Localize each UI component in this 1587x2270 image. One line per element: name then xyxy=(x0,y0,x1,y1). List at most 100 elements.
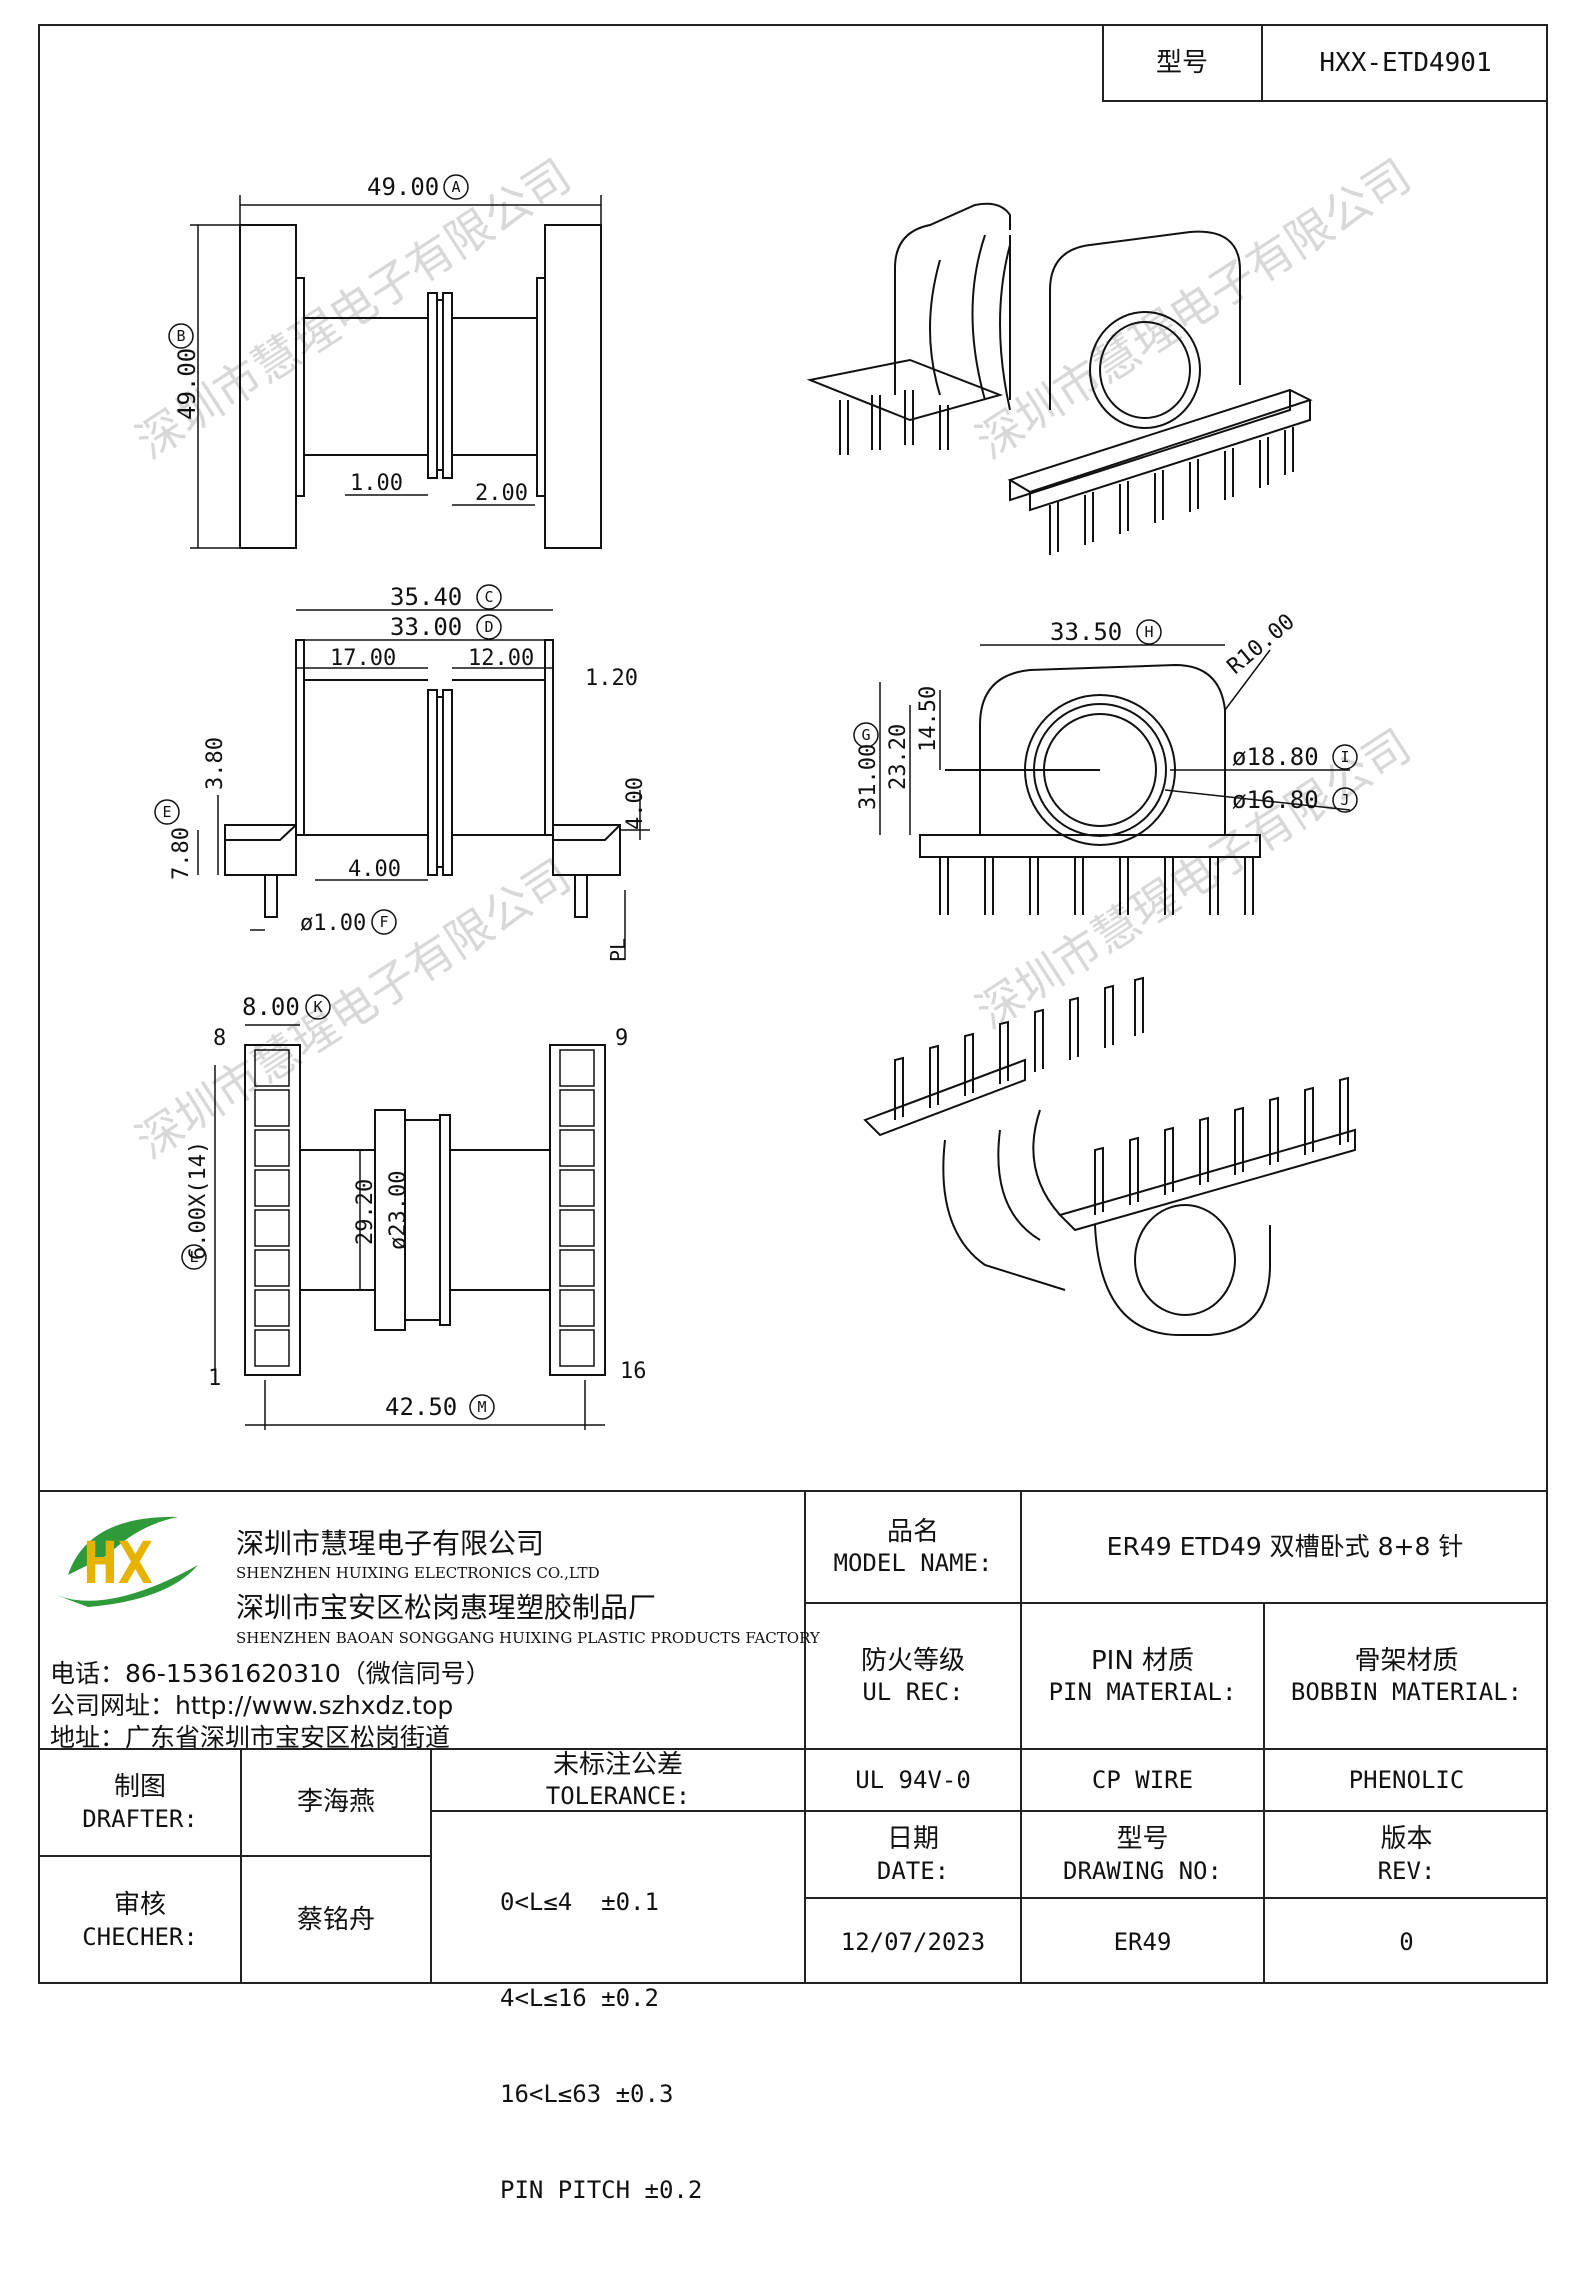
letter-l: L xyxy=(189,1248,198,1266)
view-iso-top xyxy=(806,202,1313,555)
dim-s380: 3.80 xyxy=(203,737,228,790)
dim-s400b: 4.00 xyxy=(348,857,401,882)
dim-s780: 7.80 xyxy=(169,827,194,880)
dim-j: ø16.80 xyxy=(1232,786,1319,814)
bobbin-material-value: PHENOLIC xyxy=(1348,1766,1465,1794)
tolerance-label: 未标注公差 TOLERANCE: xyxy=(432,1749,804,1811)
dim-pl: PL xyxy=(606,938,630,962)
letter-e: E xyxy=(162,803,171,821)
bobbin-material-label: 骨架材质 BOBBIN MATERIAL: xyxy=(1265,1604,1548,1748)
dim-a: 49.00 xyxy=(367,173,439,201)
rev-value: 0 xyxy=(1399,1927,1414,1956)
letter-h: H xyxy=(1144,623,1153,641)
view-side-circle xyxy=(879,644,1351,915)
letter-f: F xyxy=(379,913,388,931)
factory-name-en: SHENZHEN BAOAN SONGGANG HUIXING PLASTIC … xyxy=(236,1629,820,1647)
drafter-cn: 制图 xyxy=(113,1772,166,1803)
tolerance-line-1: 0<L≤4 ±0.1 xyxy=(500,1888,659,1916)
letter-i: I xyxy=(1340,748,1349,766)
letter-k: K xyxy=(313,998,322,1016)
dim-s17: 17.00 xyxy=(330,646,396,671)
dim-i: ø18.80 xyxy=(1232,743,1319,771)
dim-pin: ø1.00 xyxy=(300,911,366,936)
pin-pads-left xyxy=(254,1049,290,1367)
tolerance-en: TOLERANCE: xyxy=(545,1782,691,1811)
technical-drawing: 深圳市慧瑆电子有限公司 深圳市慧瑆电子有限公司 深圳市慧瑆电子有限公司 深圳市慧… xyxy=(127,148,1420,1430)
iso-bottom-pins xyxy=(894,976,1349,1215)
date-value: 12/07/2023 xyxy=(840,1927,986,1956)
dim-d: 33.00 xyxy=(390,613,462,641)
bobbin-material-cn: 骨架材质 xyxy=(1354,1645,1459,1676)
dim-s120: 1.20 xyxy=(585,666,638,691)
dim-w2: 2.00 xyxy=(475,481,528,506)
pin-number-1: 1 xyxy=(208,1366,221,1391)
iso-top-pins xyxy=(839,390,1294,555)
grid-h5 xyxy=(38,1855,430,1857)
header-model-box xyxy=(1102,24,1548,102)
letter-d: D xyxy=(484,618,493,636)
view-iso-bottom xyxy=(863,976,1356,1336)
letter-b: B xyxy=(176,327,185,345)
pin-material-cn: PIN 材质 xyxy=(1090,1645,1195,1676)
dim-s400a: 4.00 xyxy=(623,777,648,830)
pin-number-16: 16 xyxy=(620,1359,647,1384)
model-name-label: 品名 MODEL NAME: xyxy=(806,1492,1020,1602)
pin-pads-right xyxy=(559,1049,595,1367)
dim-b: 49.00 xyxy=(173,348,201,420)
watermark-3: 深圳市慧瑆电子有限公司 xyxy=(127,848,581,1169)
drafter-en: DRAFTER: xyxy=(82,1804,198,1833)
dim-s2300: ø23.00 xyxy=(386,1171,411,1250)
checker-cn: 审核 xyxy=(113,1890,166,1921)
company-phone: 电话：86-15361620310（微信同号） xyxy=(50,1659,491,1688)
ul-rec-value: UL 94V-0 xyxy=(855,1766,971,1794)
tolerance-line-2: 4<L≤16 ±0.2 xyxy=(500,1984,659,2012)
dim-s12: 12.00 xyxy=(468,646,534,671)
checker-en: CHECHER: xyxy=(82,1922,198,1951)
rev-cn: 版本 xyxy=(1380,1824,1433,1855)
drawing-no-label: 型号 DRAWING NO: xyxy=(1022,1812,1263,1897)
grid-h4 xyxy=(804,1897,1548,1899)
factory-name-cn: 深圳市宝安区松岗惠瑆塑胶制品厂 xyxy=(236,1591,657,1624)
letter-c: C xyxy=(484,588,493,606)
drawing-sheet: 型号 HXX-ETD4901 深圳市慧瑆电子有限公司 深圳市慧瑆电子有限公司 深… xyxy=(38,24,1548,2204)
company-logo: HX xyxy=(48,1505,218,1615)
dim-l: 6.00X(14) xyxy=(186,1141,211,1260)
dim-g: 31.00 xyxy=(856,744,881,810)
view-side-top xyxy=(190,195,602,549)
model-name-en: MODEL NAME: xyxy=(833,1549,993,1578)
bobbin-material-en: BOBBIN MATERIAL: xyxy=(1290,1678,1523,1707)
grid-h3 xyxy=(804,1810,1548,1812)
pin-number-9: 9 xyxy=(615,1026,628,1051)
pin-material-value: CP WIRE xyxy=(1091,1766,1194,1794)
ul-rec-cn: 防火等级 xyxy=(860,1645,965,1676)
letter-g: G xyxy=(861,726,870,744)
company-name-cn: 深圳市慧瑆电子有限公司 xyxy=(236,1527,545,1560)
tolerance-line-3: 16<L≤63 ±0.3 xyxy=(500,2080,674,2108)
header-model-label: 型号 xyxy=(1155,47,1208,78)
dim-r: R10.00 xyxy=(1223,609,1300,679)
grid-h2 xyxy=(38,1748,1548,1750)
logo-text: HX xyxy=(83,1529,153,1597)
tolerance-line-4: PIN PITCH ±0.2 xyxy=(500,2176,703,2204)
checker-label: 审核 CHECHER: xyxy=(40,1857,240,1984)
rev-en: REV: xyxy=(1377,1856,1436,1885)
tolerance-cn: 未标注公差 xyxy=(552,1749,683,1780)
grid-v1 xyxy=(1020,1490,1022,1984)
letter-j: J xyxy=(1340,791,1349,809)
dim-s1450: 14.50 xyxy=(916,686,941,752)
ul-rec-en: UL REC: xyxy=(862,1678,964,1707)
drafter-value: 李海燕 xyxy=(296,1787,375,1818)
header-model-value: HXX-ETD4901 xyxy=(1319,47,1492,78)
dim-k: 8.00 xyxy=(242,993,300,1021)
tolerance-table: 0<L≤4 ±0.1 4<L≤16 ±0.2 16<L≤63 ±0.3 PIN … xyxy=(500,1822,702,2270)
dim-c: 35.40 xyxy=(390,583,462,611)
titleblock-divider xyxy=(804,1490,806,1897)
drafter-label: 制图 DRAFTER: xyxy=(40,1750,240,1855)
pin-material-en: PIN MATERIAL: xyxy=(1048,1678,1237,1707)
dim-h: 33.50 xyxy=(1050,618,1122,646)
dim-s2920: 29.20 xyxy=(353,1179,378,1245)
pin-number-8: 8 xyxy=(213,1026,226,1051)
grid-v2 xyxy=(1263,1602,1265,1984)
drawing-no-value: ER49 xyxy=(1113,1927,1172,1956)
view-front-mid xyxy=(197,609,650,960)
